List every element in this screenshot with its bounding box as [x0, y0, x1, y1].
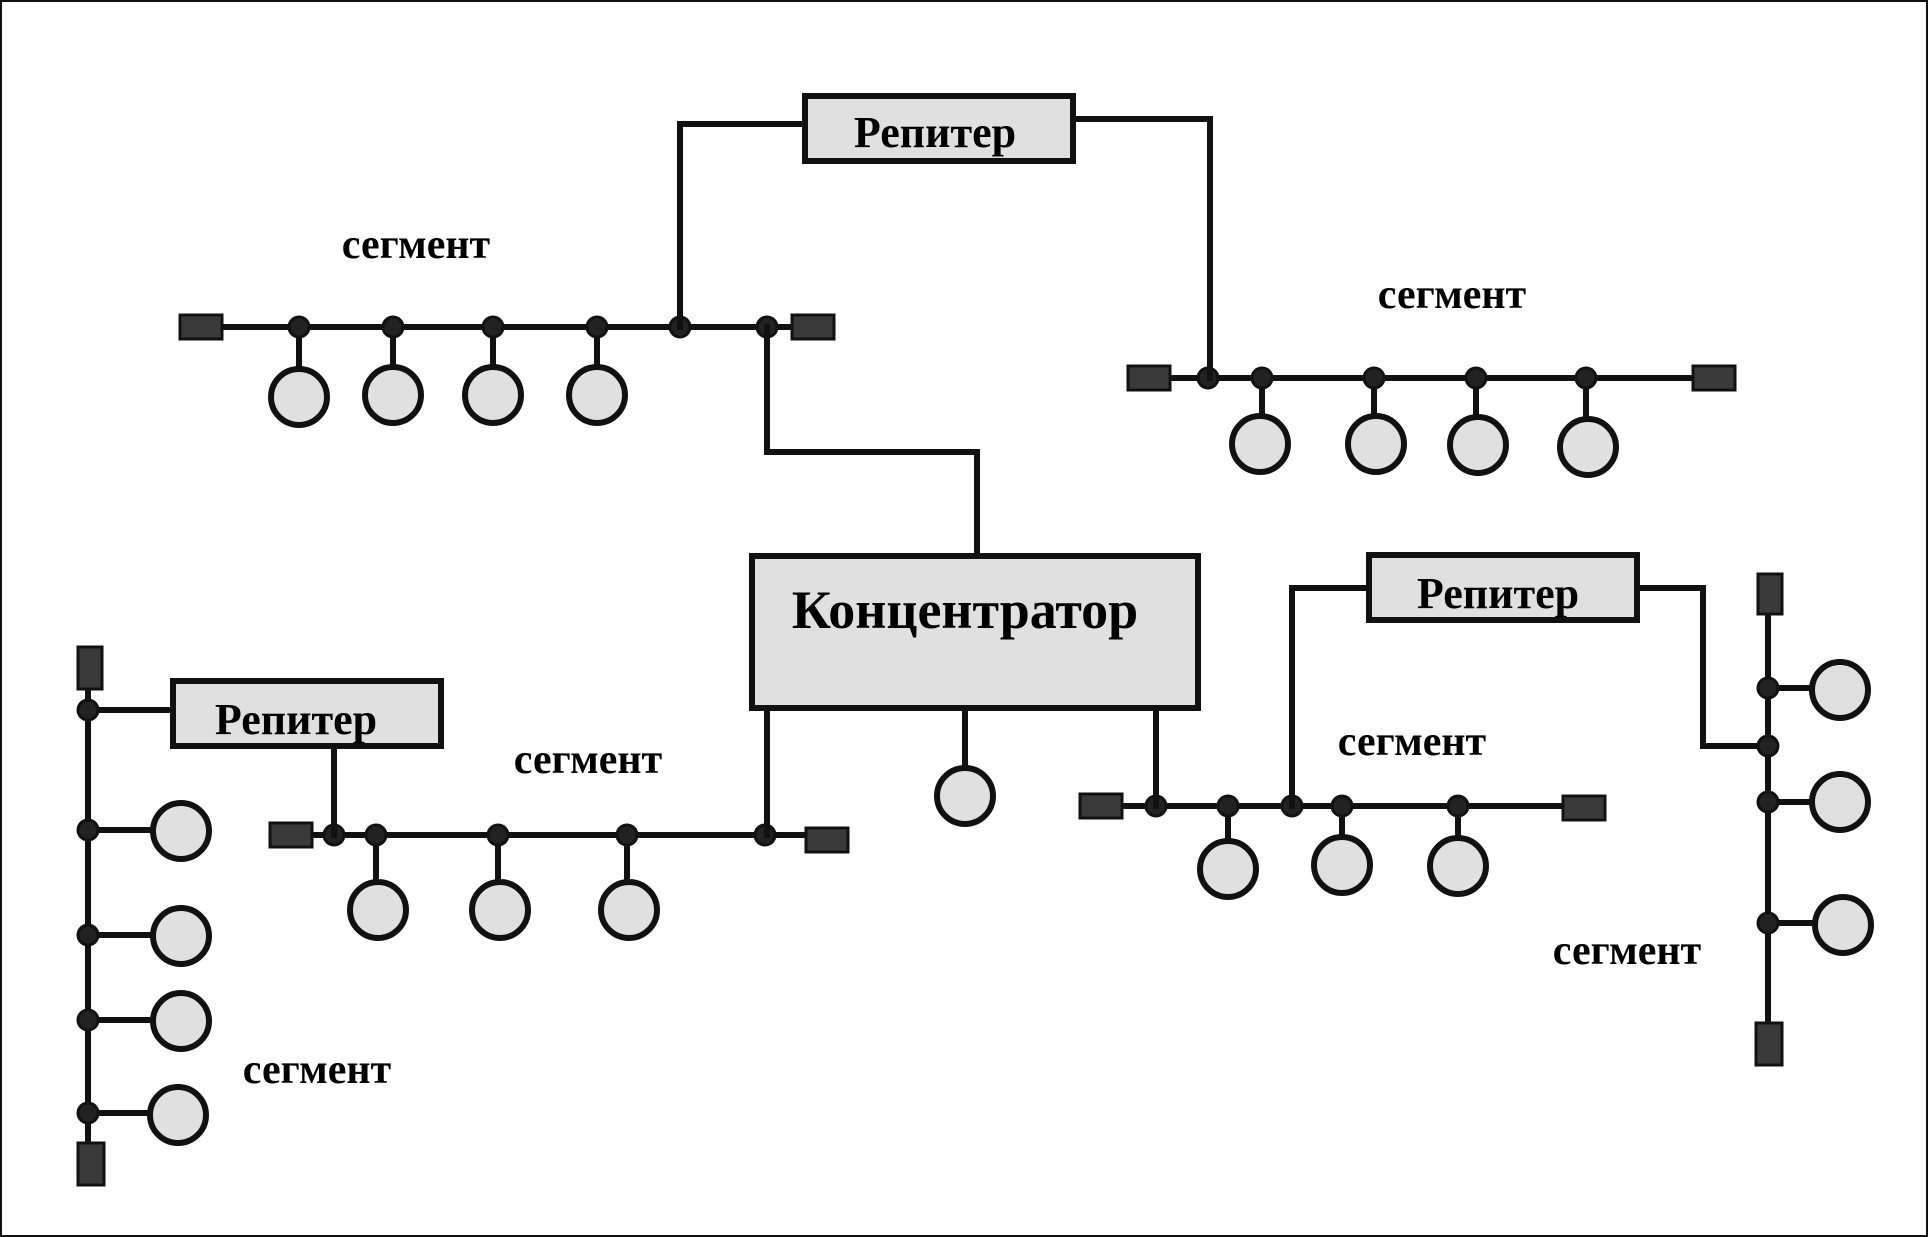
workstation-node [1345, 413, 1407, 475]
repeater-right-label: Репитер [1417, 569, 1579, 618]
hub-label: Концентратор [792, 580, 1138, 640]
terminator [268, 821, 314, 849]
repeater-top-box [802, 93, 1076, 164]
terminator [790, 313, 836, 341]
workstation-node [1809, 659, 1871, 721]
workstation-node [1809, 771, 1871, 833]
repeater-left-label: Репитер [215, 695, 377, 744]
repeater-right-link-right [1635, 585, 1771, 749]
workstation-node [1427, 835, 1489, 897]
workstation-node [1447, 414, 1509, 476]
workstation-node [362, 364, 424, 426]
hub-workstation-node [934, 765, 996, 827]
terminator [1691, 364, 1737, 392]
workstation-node [598, 879, 660, 941]
terminator [804, 826, 850, 854]
segment-label-bottom-middle: сегмент [514, 737, 663, 783]
workstation-node [147, 1084, 209, 1146]
workstation-node [150, 800, 212, 862]
terminator [1754, 1021, 1784, 1067]
segment-label-bottom-right: сегмент [1338, 719, 1487, 765]
segment-top-left [178, 313, 836, 428]
terminator [1561, 794, 1607, 822]
workstation-node [268, 366, 330, 428]
segment-top-right [1126, 364, 1737, 478]
workstation-node [1229, 413, 1291, 475]
terminator [76, 1141, 106, 1187]
terminator [1078, 792, 1124, 820]
hub-link-top [764, 324, 980, 559]
terminator [1126, 364, 1172, 392]
segment-label-left-vertical: сегмент [243, 1047, 392, 1093]
workstation-node [150, 905, 212, 967]
workstation-node [462, 364, 524, 426]
workstation-node [1197, 838, 1259, 900]
terminator [1756, 572, 1784, 616]
segment-label-top-right: сегмент [1378, 272, 1527, 318]
workstation-node [347, 879, 409, 941]
workstation-node [1311, 834, 1373, 896]
repeater-top-link-left [677, 121, 808, 330]
repeater-right-box [1366, 552, 1640, 623]
terminator [76, 645, 104, 691]
workstation-node [150, 990, 212, 1052]
workstation-node [1557, 416, 1619, 478]
workstation-node [469, 879, 531, 941]
terminator [178, 313, 224, 341]
segment-bottom-middle [268, 821, 850, 941]
workstation-node [1812, 894, 1874, 956]
hub-box [749, 553, 1201, 711]
workstation-node [566, 364, 628, 426]
segment-left-vertical [76, 645, 212, 1187]
repeater-left-box [170, 678, 444, 749]
segment-label-right-vertical: сегмент [1553, 928, 1702, 974]
repeater-right-link-left [1289, 585, 1372, 809]
segment-right-vertical [1754, 572, 1874, 1067]
segment-label-top-left: сегмент [342, 222, 491, 268]
repeater-top-link-right [1069, 116, 1213, 381]
repeater-top-label: Репитер [854, 108, 1016, 157]
